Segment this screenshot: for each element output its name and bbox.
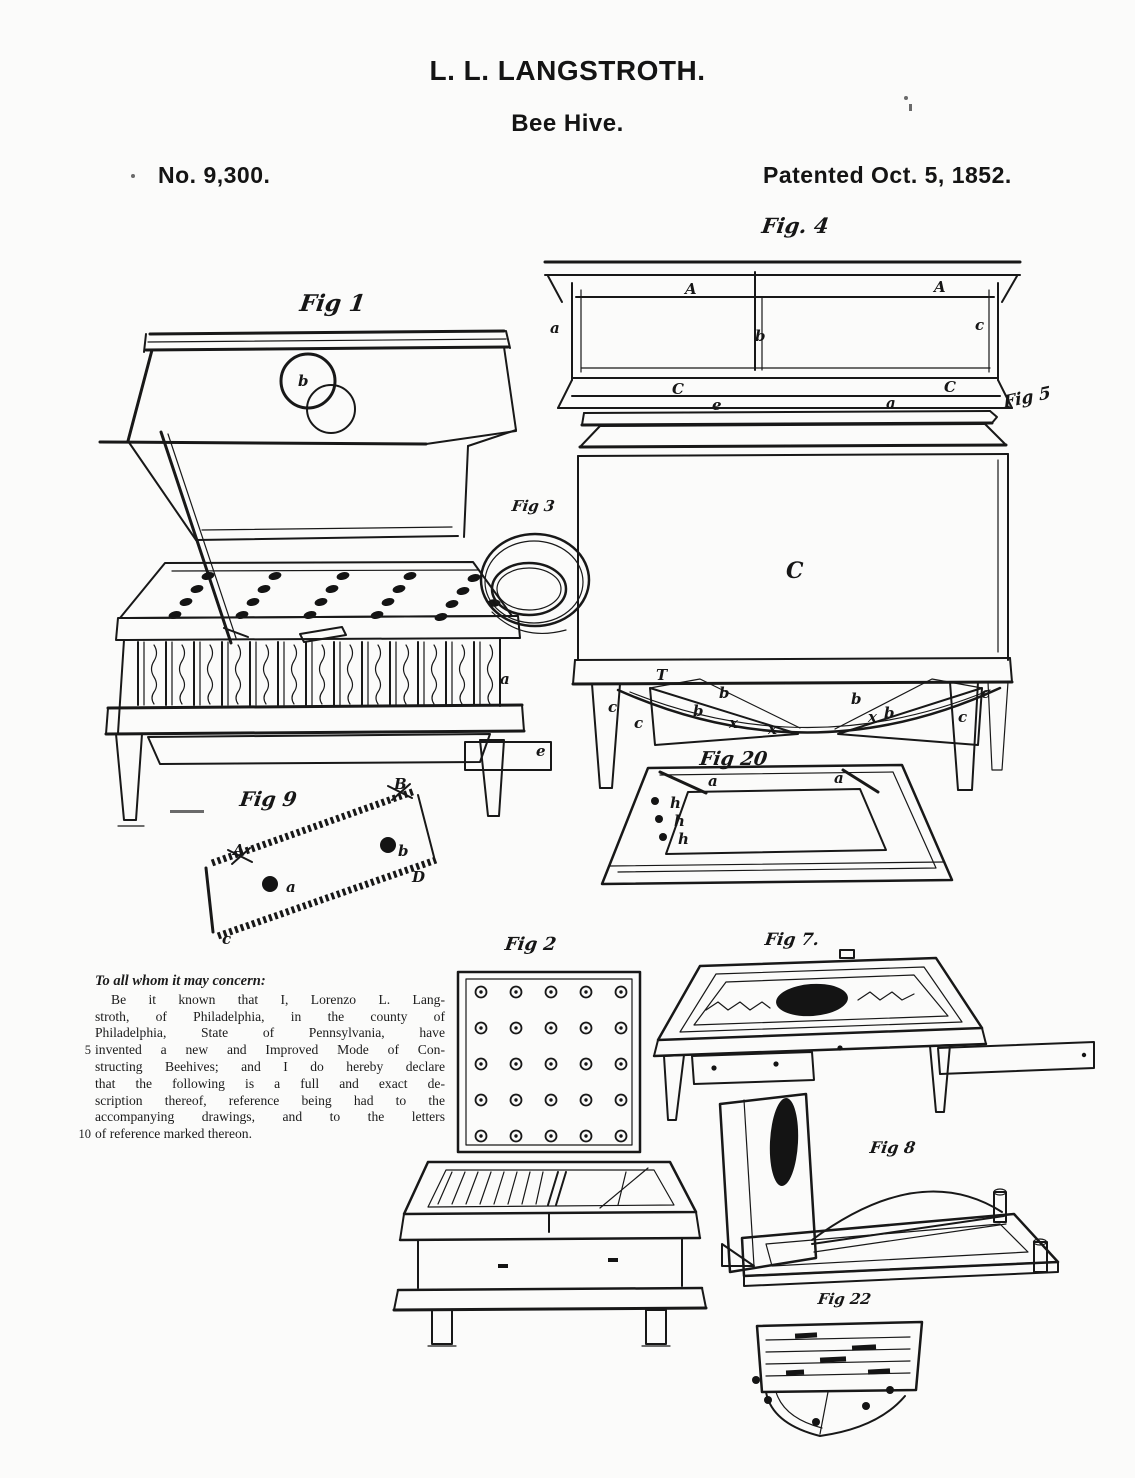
spec-line: Be it known that I, Lorenzo L. Lang- (111, 991, 445, 1007)
hive-body-drawing: C T c c b b x x b x b c c (571, 423, 1014, 791)
fig2-drawing (392, 970, 708, 1347)
part-label: h (678, 830, 689, 848)
fig4-drawing: A A a b c C C e a (543, 260, 1022, 414)
part-label: x (767, 720, 778, 738)
part-label: e (712, 396, 722, 414)
patent-date: Patented Oct. 5, 1852. (763, 162, 1012, 188)
part-label: h (674, 812, 685, 830)
part-label: b (884, 704, 895, 722)
part-label: b (719, 684, 730, 702)
fig5-drawing (580, 410, 998, 427)
salutation: To all whom it may concern: (95, 973, 266, 989)
part-label: A (683, 280, 697, 298)
fig3-drawing (479, 532, 591, 635)
part-label: e (536, 742, 546, 760)
patent-number: No. 9,300. (158, 162, 271, 188)
part-label: a (834, 769, 844, 787)
part-label: a (500, 670, 510, 688)
fig1-drawing: b a e (98, 329, 552, 827)
part-label: C (672, 380, 684, 398)
fig7-drawing (652, 949, 1095, 1121)
spec-line: stroth, of Philadelphia, in the county o… (95, 1008, 445, 1024)
spec-line: accompanying drawings, and to the letter… (95, 1109, 445, 1125)
part-label: C (786, 558, 804, 584)
part-label: c (608, 698, 617, 716)
part-label: A (932, 278, 946, 296)
part-label: a (886, 394, 896, 412)
spec-line: Philadelphia, State of Pennsylvania, hav… (95, 1025, 445, 1041)
part-label: A (231, 841, 245, 859)
part-label: c (975, 316, 984, 334)
spec-line: structing Beehives; and I do hereby decl… (95, 1058, 445, 1074)
part-label: T (656, 666, 669, 684)
part-label: C (944, 378, 956, 396)
spec-line: scription thereof, reference being had t… (95, 1092, 445, 1108)
part-label: a (708, 772, 718, 790)
part-label: h (670, 794, 681, 812)
invention-title: Bee Hive. (511, 110, 624, 137)
part-label: c (981, 684, 990, 702)
spec-line: that the following is a full and exact d… (95, 1075, 445, 1091)
part-label: c (634, 714, 643, 732)
fig9-drawing: B A a b D c (204, 775, 438, 948)
fig8-drawing (718, 1092, 1060, 1287)
part-label: b (298, 372, 309, 390)
part-label: x (867, 708, 878, 726)
part-label: c (958, 708, 967, 726)
part-label: b (755, 327, 766, 345)
fig22-drawing (752, 1320, 924, 1437)
part-label: b (851, 690, 862, 708)
inventor-name: L. L. LANGSTROTH. (429, 55, 706, 86)
fig20-drawing: a a h h h (600, 763, 954, 886)
part-label: B (393, 775, 407, 793)
specification-text: To all whom it may concern: Be it known … (78, 973, 446, 1143)
scan-noise (131, 96, 912, 813)
part-label: c (222, 930, 231, 948)
part-label: D (411, 868, 425, 886)
part-label: a (286, 878, 296, 896)
part-label: x (728, 714, 739, 732)
part-label: b (398, 842, 409, 860)
part-label: b (693, 702, 704, 720)
part-label: a (550, 319, 560, 337)
